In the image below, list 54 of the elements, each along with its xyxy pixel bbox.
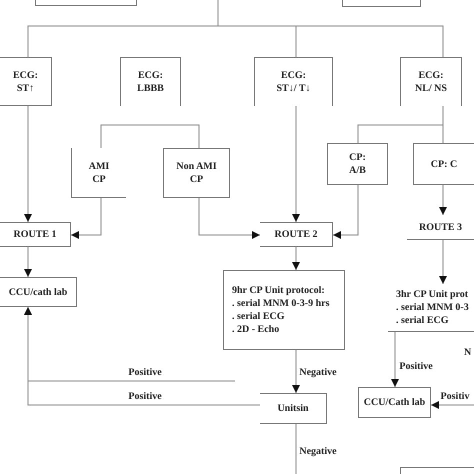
connector-line: [150, 124, 200, 148]
process-box: [163, 148, 230, 198]
box-text: Unitsin: [277, 402, 309, 415]
box-text: Non AMI CP: [175, 160, 218, 186]
box-text: 9hr CP Unit protocol:: [232, 284, 325, 297]
connector-line: [332, 184, 358, 239]
process-box: [0, 277, 77, 307]
connector-line: [430, 401, 474, 409]
connector-line: [100, 124, 150, 148]
process-box: [0, 57, 52, 106]
process-box: [71, 148, 126, 198]
box-text: 3hr CP Unit prot: [396, 288, 468, 301]
box-text: CP: C: [430, 158, 458, 170]
process-box: [260, 393, 327, 424]
box-text: . serial MNM 0-3-9 hrs: [232, 297, 330, 310]
process-box: [254, 57, 333, 106]
note-text: N: [464, 347, 472, 359]
connector-line: [24, 306, 260, 406]
process-box: [260, 222, 333, 247]
box-text: ROUTE 2: [274, 228, 318, 241]
connector-line: [439, 240, 447, 284]
connector-line: [439, 184, 447, 216]
box-text: ECG: NL/ NS: [414, 69, 448, 95]
connector-line: [198, 198, 260, 239]
connector-line: [70, 198, 102, 239]
process-box: [400, 57, 462, 106]
box-text: AMI CP: [88, 160, 110, 186]
box-text: . serial MNM 0-3: [396, 301, 469, 314]
connector-line: [24, 106, 32, 222]
box-text: CCU/cath lab: [8, 286, 68, 298]
connector-line: [292, 246, 300, 270]
connector-line: [442, 106, 444, 144]
connector-line: [292, 350, 300, 394]
box-text: CCU/Cath lab: [364, 396, 426, 409]
process-box: [413, 143, 474, 185]
box-text: ECG: LBBB: [136, 69, 165, 95]
process-box: [223, 270, 345, 350]
box-text: . serial ECG: [232, 310, 284, 323]
process-box: [0, 222, 71, 247]
box-text: . serial ECG: [396, 314, 448, 327]
process-box: [120, 57, 181, 106]
box-text: ECG: ST↑: [12, 68, 39, 94]
connector-line: [292, 106, 300, 222]
edge-label: Negative: [298, 367, 338, 379]
edge-label: Negative: [298, 446, 338, 458]
box-text: ROUTE 3: [418, 220, 462, 234]
connector-line: [24, 246, 32, 278]
box-text: . 2D - Echo: [232, 323, 280, 336]
connector-line: [391, 332, 399, 388]
process-box: [358, 387, 431, 418]
process-box: [327, 143, 388, 185]
box-text: ECG: ST↓/ T↓: [276, 69, 312, 95]
box-text: ROUTE 1: [13, 228, 57, 241]
box-text: CP: A/B: [348, 151, 367, 177]
